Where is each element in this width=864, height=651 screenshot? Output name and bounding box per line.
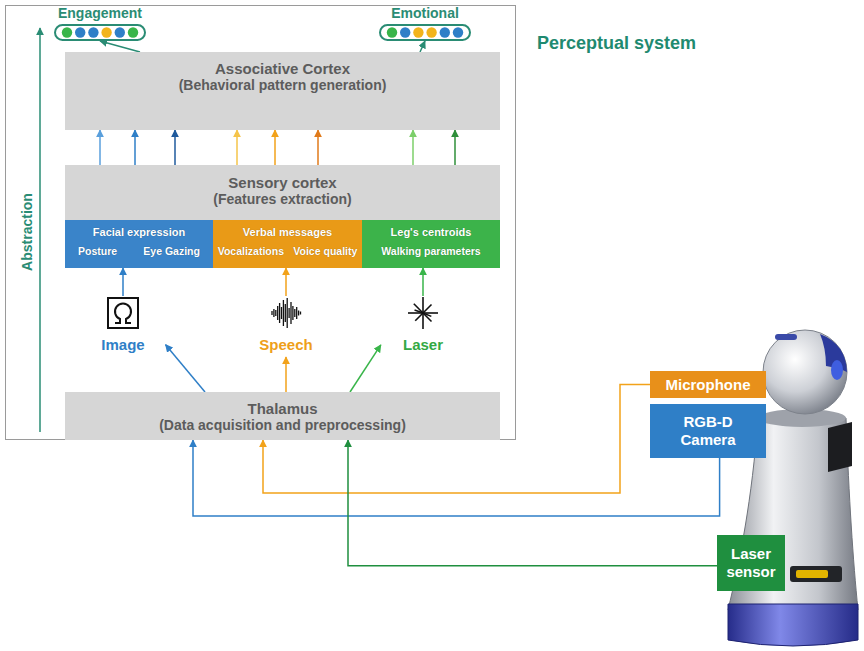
node-heading: RGB-D Camera [668, 413, 748, 449]
cortex-box: Sensory cortex(Features extraction) Facia… [65, 165, 500, 268]
connector-arrow [122, 268, 124, 296]
connector-arrow [454, 130, 456, 165]
sensor-tag: Microphone [650, 371, 766, 398]
node-heading: Facial expression [68, 225, 210, 239]
connector-arrow [317, 130, 319, 165]
connector-arrow [236, 130, 238, 165]
connector-arrow [100, 41, 140, 52]
node-heading: Emotional [373, 5, 477, 21]
connector-arrow [285, 268, 287, 296]
laser-icon [406, 296, 440, 330]
node-heading: Laser [383, 336, 463, 353]
abstraction-arrow [39, 28, 41, 432]
feature-row: Posture Eye Gazing [68, 245, 210, 258]
feature-row: Walking parameters [365, 245, 497, 258]
connector-arrow [174, 130, 176, 165]
connector-arrow [412, 130, 414, 165]
vector-pill [379, 24, 471, 41]
modality-icon: Image [83, 296, 163, 353]
connector-arrow [274, 130, 276, 165]
feature-band: Leg's centroidsWalking parameters [362, 220, 500, 268]
connector-arrow [134, 130, 136, 165]
sensor-tag: RGB-D Camera [650, 404, 766, 458]
node-heading: Verbal messages [216, 225, 359, 239]
node-text: Vocalizations [218, 245, 284, 258]
node-heading: Image [83, 336, 163, 353]
node-heading: Speech [246, 336, 326, 353]
node-heading: Leg's centroids [365, 225, 497, 239]
vector-pill [54, 24, 146, 41]
node-text: (Features extraction) [65, 191, 500, 208]
node-text: Eye Gazing [143, 245, 200, 258]
connector-arrow [193, 440, 720, 516]
panel-frame [6, 6, 516, 440]
feature-row: Vocalizations Voice quality [216, 245, 359, 258]
emotional-vector: Emotional [373, 5, 477, 41]
connector-arrow [420, 41, 425, 52]
node-heading: Engagement [48, 5, 152, 21]
connector-arrow [99, 130, 101, 165]
node-heading: Associative Cortex [73, 60, 492, 77]
axis-label: Abstraction [19, 193, 35, 271]
cortex-box: Associative Cortex(Behavioral pattern ge… [65, 52, 500, 130]
node-text: Posture [78, 245, 117, 258]
band-row: Facial expressionPosture Eye Gazing Verbal… [65, 220, 500, 268]
engagement-vector: Engagement [48, 5, 152, 41]
thalamus-box: Thalamus(Data acquisition and preprocess… [65, 392, 500, 440]
node-heading: Laser sensor [722, 545, 780, 581]
node-text: (Data acquisition and preprocessing) [73, 417, 492, 434]
connector-arrow [166, 345, 205, 392]
connector-arrow [348, 440, 717, 566]
node-heading: Sensory cortex [65, 174, 500, 191]
sensor-tag: Laser sensor [717, 535, 785, 591]
connector-arrow [350, 345, 381, 392]
feature-band: Facial expressionPosture Eye Gazing [65, 220, 213, 268]
modality-icon: Laser [383, 296, 463, 353]
node-heading: Microphone [666, 376, 751, 394]
speech-icon [269, 296, 303, 330]
connector-arrow [285, 357, 287, 392]
node-text: Voice quality [293, 245, 357, 258]
image-icon [106, 296, 140, 330]
feature-band: Verbal messagesVocalizations Voice qualit… [213, 220, 362, 268]
node-text: (Behavioral pattern generation) [73, 77, 492, 94]
node-text: Walking parameters [381, 245, 480, 258]
diagram-title: Perceptual system [537, 33, 696, 54]
node-heading: Thalamus [73, 400, 492, 417]
connector-arrow [422, 268, 424, 296]
modality-icon: Speech [246, 296, 326, 353]
